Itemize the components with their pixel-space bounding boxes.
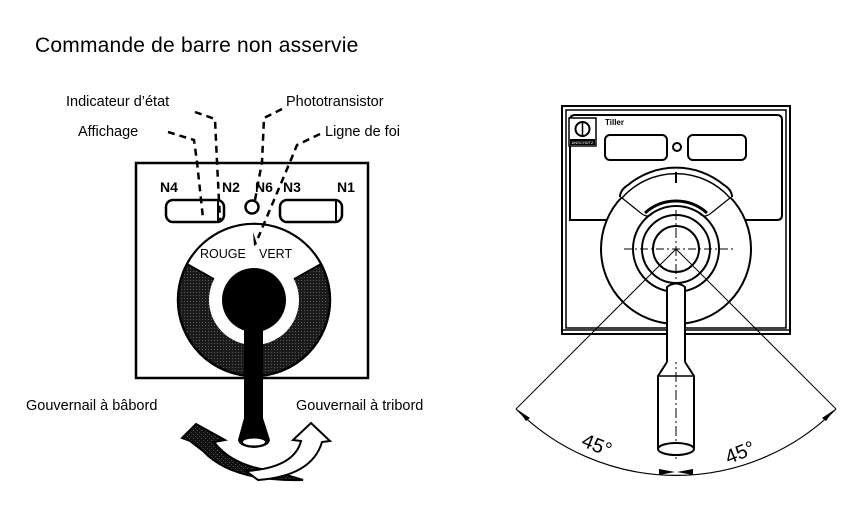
- right-display-right: [687, 134, 747, 161]
- phototransistor-icon: [244, 199, 260, 215]
- angle-label-left: 45°: [578, 430, 614, 462]
- dial: ROUGE VERT: [176, 222, 332, 378]
- angle-label-right: 45°: [722, 437, 758, 469]
- anschutz-logo: ANSCHÜTZ: [568, 117, 597, 147]
- arrowhead-left: [518, 410, 530, 421]
- label-starboard-rudder: Gouvernail à tribord: [296, 398, 424, 414]
- dial-knob: [222, 268, 286, 332]
- lever-tip: [243, 438, 265, 446]
- callout-lubber-line: [256, 132, 321, 239]
- display-window-right: [278, 198, 344, 224]
- display-window-left: [164, 198, 226, 224]
- arrowhead-right: [822, 410, 834, 421]
- callout-status-indicator: [194, 110, 222, 221]
- sweep-line-left: [515, 248, 677, 410]
- right-tiller-drawing: ANSCHÜTZ Tiller: [515, 105, 837, 476]
- mark-n4: N4: [160, 179, 178, 195]
- label-status-indicator: Indicateur d’état: [66, 94, 170, 110]
- right-indicator-led: [672, 142, 682, 152]
- right-display-left: [604, 134, 668, 161]
- logo-text: ANSCHÜTZ: [572, 140, 594, 145]
- callout-phototransistor: [253, 107, 283, 201]
- right-lever: [657, 282, 695, 456]
- mark-n1: N1: [337, 179, 355, 195]
- dial-label-rouge: ROUGE: [200, 247, 246, 261]
- mark-n6: N6: [255, 179, 273, 195]
- mark-n2: N2: [222, 179, 240, 195]
- tiller-lever: [238, 320, 270, 448]
- label-display: Affichage: [78, 124, 139, 140]
- diagram-title: Commande de barre non asservie: [35, 34, 359, 57]
- right-panel-inner: [569, 114, 783, 221]
- mark-n3: N3: [283, 179, 301, 195]
- dial-label-vert: VERT: [259, 247, 292, 261]
- angle-dimension-arc: [515, 408, 837, 476]
- label-port-rudder: Gouvernail à bâbord: [26, 398, 158, 414]
- left-control-panel: N4 N2 N6 N3 N1 ROUGE VERT: [134, 107, 370, 482]
- label-phototransistor: Phototransistor: [286, 94, 384, 110]
- callout-lines: [167, 107, 321, 239]
- lubber-mark: [253, 232, 257, 246]
- tiller-label: Tiller: [605, 118, 624, 127]
- callout-display: [167, 130, 205, 219]
- label-lubber-line: Ligne de foi: [325, 124, 400, 140]
- sweep-line-right: [675, 248, 837, 410]
- starboard-arrow-icon: [243, 421, 333, 482]
